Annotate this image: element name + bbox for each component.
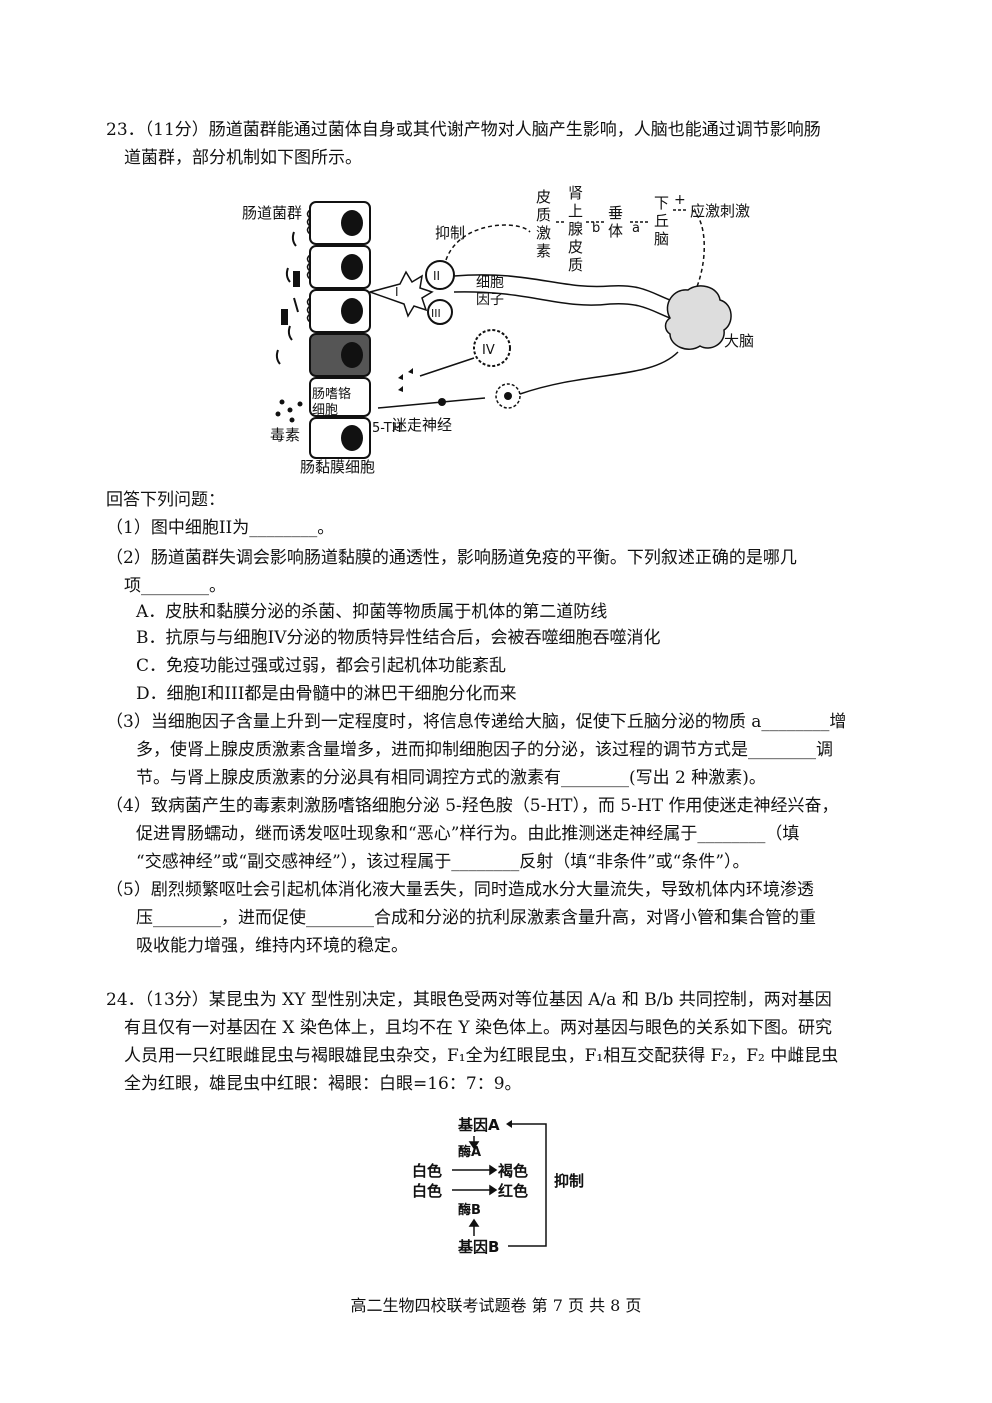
label-cytokine-2: 因子 xyxy=(476,292,504,308)
q24-text-line-1: 24．（13分）某昆虫为 XY 型性别决定，其眼色受两对等位基因 A/a 和 B… xyxy=(106,990,832,1010)
label-brain: 大脑 xyxy=(724,332,754,350)
q24-text-line-2: 有且仅有一对基因在 X 染色体上，且均不在 Y 染色体上。两对基因与眼色的关系如… xyxy=(124,1018,832,1038)
q23-part-2-line-2: 项________。 xyxy=(124,576,226,596)
option-b: B．抗原与与细胞IV分泌的物质特异性结合后，会被吞噬细胞吞噬消化 xyxy=(136,628,661,648)
svg-text:上: 上 xyxy=(568,202,583,220)
option-d: D．细胞I和III都是由骨髓中的淋巴干细胞分化而来 xyxy=(136,684,517,704)
svg-text:皮: 皮 xyxy=(568,238,583,256)
q23-part-1: （1）图中细胞II为________。 xyxy=(106,518,335,538)
q24-text-line-4: 全为红眼，雄昆虫中红眼：褐眼：白眼=16：7：9。 xyxy=(124,1074,522,1094)
label-mucosal-cell: 肠黏膜细胞 xyxy=(300,458,375,476)
mucosal-cell-column xyxy=(306,201,371,459)
q23-part-4-line-2: 促进胃肠蠕动，继而诱发呕吐现象和“恶心”样行为。由此推测迷走神经属于______… xyxy=(136,824,800,844)
label-enzyme-a: 酶A xyxy=(458,1144,481,1160)
svg-text:下: 下 xyxy=(654,194,669,212)
q23-part-5-line-2: 压________，进而促使________合成和分泌的抗利尿激素含量升高，对肾… xyxy=(136,908,816,928)
label-inhibit: 抑制 xyxy=(435,224,465,242)
cell-II xyxy=(425,260,455,290)
cortisol-label: 皮 质 激 素 xyxy=(536,188,551,260)
option-c: C．免疫功能过强或过弱，都会引起机体功能紊乱 xyxy=(136,656,507,676)
option-a: A．皮肤和黏膜分泌的杀菌、抑菌等物质属于机体的第二道防线 xyxy=(136,602,608,622)
adrenal-cortex-label: 肾 上 腺 皮 质 xyxy=(568,184,583,274)
brain-shape xyxy=(664,285,732,350)
pituitary-label: 垂 体 xyxy=(608,204,623,240)
vagus-nerve-left xyxy=(377,397,486,409)
vagus-nerve-right xyxy=(519,351,679,395)
q23-part-3-line-3: 节。与肾上腺皮质激素的分泌具有相同调控方式的激素有________(写出 2 种… xyxy=(136,768,766,788)
gut-brain-diagram: 肠道菌群 毒素 肠黏膜细胞 肠嗜铬 细胞 5-TH I II III IV 抑制… xyxy=(242,184,754,476)
svg-text:皮: 皮 xyxy=(536,188,551,206)
cell-I-label: I xyxy=(395,285,399,299)
toxin-dots xyxy=(275,399,303,423)
q23-part-4-line-3: “交感神经”或“副交感神经”），该过程属于________反射（填“非条件”或“… xyxy=(136,852,750,872)
q23-text-line-2: 道菌群，部分机制如下图所示。 xyxy=(124,148,362,168)
q23-part-4-line-1: （4）致病菌产生的毒素刺激肠嗜铬细胞分泌 5-羟色胺（5-HT），而 5-HT … xyxy=(106,796,839,816)
label-brown: 褐色 xyxy=(497,1162,528,1180)
label-vagus: 迷走神经 xyxy=(392,416,452,434)
vessel-upper xyxy=(453,274,671,301)
brain-to-hypothalamus-dashed xyxy=(687,209,705,306)
cell-IV xyxy=(473,329,511,367)
cell-III-label: III xyxy=(431,307,441,320)
q23-part-3-line-2: 多，使肾上腺皮质激素含量增多，进而抑制细胞因子的分泌，该过程的调节方式是____… xyxy=(136,740,833,760)
label-enterochromaffin-2: 细胞 xyxy=(312,403,338,418)
antibody-arrow xyxy=(419,357,475,377)
antibody-marks xyxy=(398,368,413,392)
answer-intro: 回答下列问题： xyxy=(106,490,225,510)
label-cytokine-1: 细胞 xyxy=(476,275,504,291)
svg-text:丘: 丘 xyxy=(654,212,669,230)
label-white-1: 白色 xyxy=(412,1162,442,1180)
svg-text:素: 素 xyxy=(536,242,551,260)
svg-text:脑: 脑 xyxy=(654,230,669,248)
label-5th: 5-TH xyxy=(372,421,402,436)
label-red: 红色 xyxy=(498,1182,528,1200)
label-gut-flora: 肠道菌群 xyxy=(242,204,302,222)
vagus-ganglion-core xyxy=(504,392,512,400)
label-b: b xyxy=(592,221,600,236)
label-enterochromaffin-1: 肠嗜铬 xyxy=(312,386,351,402)
page-footer: 高二生物四校联考试题卷 第 7 页 共 8 页 xyxy=(350,1296,642,1315)
vagus-ganglion xyxy=(495,383,521,409)
q23-text-line-1: 23．（11分）肠道菌群能通过菌体自身或其代谢产物对人脑产生影响，人脑也能通过调… xyxy=(106,120,821,140)
label-inhibit-2: 抑制 xyxy=(554,1172,584,1190)
svg-text:肾: 肾 xyxy=(568,184,583,202)
vagus-node xyxy=(438,398,446,406)
svg-text:垂: 垂 xyxy=(608,204,623,222)
svg-text:激: 激 xyxy=(536,224,551,242)
label-gene-a: 基因A xyxy=(457,1116,500,1134)
svg-text:体: 体 xyxy=(608,222,623,240)
cell-I: I xyxy=(367,270,434,318)
hypothalamus-label: 下 丘 脑 xyxy=(654,194,669,248)
hpa-dashed-arrows xyxy=(554,209,686,223)
q24-text-line-3: 人员用一只红眼雌昆虫与褐眼雄昆虫杂交，F₁全为红眼昆虫，F₁相互交配获得 F₂，… xyxy=(124,1046,839,1066)
q23-part-5-line-1: （5）剧烈频繁呕吐会引起机体消化液大量丢失，同时造成水分大量流失，导致机体内环境… xyxy=(106,880,814,900)
cell-III xyxy=(427,299,453,325)
label-gene-b: 基因B xyxy=(457,1238,499,1256)
q23-part-3-line-1: （3）当细胞因子含量上升到一定程度时，将信息传递给大脑，促使下丘脑分泌的物质 a… xyxy=(106,712,847,732)
label-toxin: 毒素 xyxy=(270,426,300,444)
q23-part-2-line-1: （2）肠道菌群失调会影响肠道黏膜的通透性，影响肠道免疫的平衡。下列叙述正确的是哪… xyxy=(106,548,797,568)
label-stress: 应激刺激 xyxy=(690,202,750,220)
cell-IV-label: IV xyxy=(482,343,495,358)
q23-part-5-line-3: 吸收能力增强，维持内环境的稳定。 xyxy=(136,936,408,956)
svg-text:腺: 腺 xyxy=(568,220,583,238)
cell-II-label: II xyxy=(433,269,440,283)
vessel-lower xyxy=(453,291,671,319)
svg-text:质: 质 xyxy=(568,256,583,274)
label-white-2: 白色 xyxy=(412,1182,442,1200)
eye-color-pathway-diagram: 基因A 酶A 白色 褐色 白色 红色 酶B 基因B 抑制 xyxy=(412,1116,584,1256)
inhibit-dashed-arrow xyxy=(445,224,531,261)
bacteria-marks xyxy=(275,231,300,365)
svg-text:质: 质 xyxy=(536,206,551,224)
label-plus: + xyxy=(674,192,686,208)
label-a: a xyxy=(632,221,640,236)
label-enzyme-b: 酶B xyxy=(458,1202,481,1218)
